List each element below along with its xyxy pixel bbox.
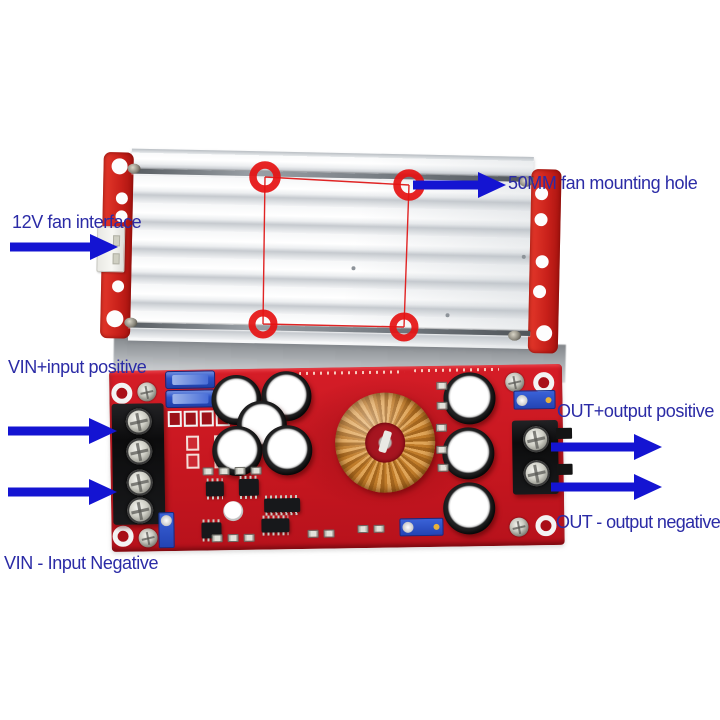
- arrow-right-icon: [8, 418, 117, 444]
- mount-hole: [532, 285, 547, 299]
- trimmer-screw: [402, 521, 414, 533]
- electrolytic-capacitor: [261, 424, 313, 476]
- fan-connector-pin: [112, 253, 120, 265]
- arrow-right-icon: [551, 474, 662, 500]
- smd-component: [227, 533, 239, 543]
- vin-terminal-block: [111, 403, 166, 525]
- fan-mount-hole-label: 50MM fan mounting hole: [508, 173, 698, 193]
- trimmer-screw: [160, 515, 172, 527]
- electrolytic-capacitor: [442, 481, 496, 535]
- corner-screw: [138, 528, 158, 548]
- fan-interface-label: 12V fan interface: [12, 212, 142, 232]
- trimmer-contact: [433, 523, 440, 530]
- smd-component: [323, 529, 335, 538]
- smd-component: [357, 524, 369, 534]
- out-terminal-screw: [523, 460, 550, 487]
- vin-terminal-screw: [126, 497, 154, 524]
- corner-screw: [509, 517, 529, 537]
- vin-terminal-screw: [126, 469, 153, 496]
- corner-hole: [111, 382, 133, 404]
- vin-negative-label: VIN - Input Negative: [4, 553, 159, 573]
- toroidal-inductor: [334, 391, 436, 494]
- electrolytic-capacitor: [441, 426, 495, 480]
- corner-screw: [137, 382, 157, 402]
- corner-hole: [535, 514, 557, 537]
- trimmer-screw: [516, 394, 528, 406]
- pcb-edge-right: [527, 168, 562, 354]
- smd-ic: [261, 518, 290, 533]
- converter-pcb-board: [109, 363, 573, 552]
- silkscreen-pad: [186, 435, 200, 451]
- speck: [521, 254, 526, 259]
- smd-component: [436, 381, 448, 390]
- vin-positive-label: VIN+input positive: [8, 357, 147, 377]
- out-negative-label: OUT - output negative: [556, 512, 720, 532]
- smd-component: [250, 466, 262, 475]
- out-positive-label: OUT+output positive: [557, 401, 714, 421]
- mount-hole: [115, 192, 129, 205]
- blade-fuse: [165, 370, 216, 390]
- blade-fuse: [165, 389, 216, 409]
- smd-component: [211, 534, 223, 543]
- smd-component: [307, 529, 319, 538]
- mount-hole: [106, 310, 124, 328]
- speck: [445, 313, 450, 318]
- speck: [351, 266, 356, 271]
- corner-screw: [505, 372, 525, 392]
- fan-connector-pin: [112, 235, 121, 247]
- trimmer-contact: [545, 396, 552, 403]
- vin-terminal-screw: [126, 438, 153, 465]
- out-terminal-screw: [522, 426, 550, 453]
- terminal-tab: [555, 427, 573, 439]
- current-trimmer-pot: [399, 517, 444, 537]
- mount-hole: [111, 280, 125, 293]
- corner-hole: [112, 525, 134, 547]
- smd-component: [243, 533, 255, 542]
- solder-pad: [167, 410, 182, 428]
- silkscreen-dots: [414, 367, 500, 373]
- solder-pad: [199, 410, 214, 427]
- smd-ic: [264, 498, 301, 513]
- terminal-tab: [556, 463, 573, 475]
- solder-pad: [183, 410, 198, 427]
- vin-terminal-screw: [125, 408, 153, 435]
- mount-hole: [111, 158, 128, 175]
- voltage-trimmer-pot: [513, 389, 556, 410]
- electrolytic-capacitor: [443, 371, 496, 425]
- mount-hole: [535, 255, 549, 269]
- smd-component: [436, 445, 448, 454]
- smd-component: [218, 467, 230, 476]
- heatsink-screw: [127, 163, 141, 174]
- heatsink-module: [96, 146, 562, 354]
- smd-ic: [238, 478, 259, 496]
- trimmer-pot: [158, 511, 175, 549]
- mount-hole: [536, 325, 553, 342]
- smd-component: [437, 463, 449, 472]
- smd-component: [436, 401, 448, 410]
- smd-component: [373, 524, 385, 533]
- mount-hole: [534, 213, 548, 227]
- small-capacitor: [223, 500, 244, 522]
- smd-component: [234, 466, 246, 476]
- arrow-right-icon: [8, 479, 117, 505]
- out-terminal-block: [511, 419, 559, 495]
- smd-ic: [205, 481, 224, 497]
- silkscreen-dots: [299, 370, 405, 376]
- smd-component: [435, 423, 447, 432]
- silkscreen-pad: [186, 453, 200, 469]
- smd-component: [202, 467, 214, 476]
